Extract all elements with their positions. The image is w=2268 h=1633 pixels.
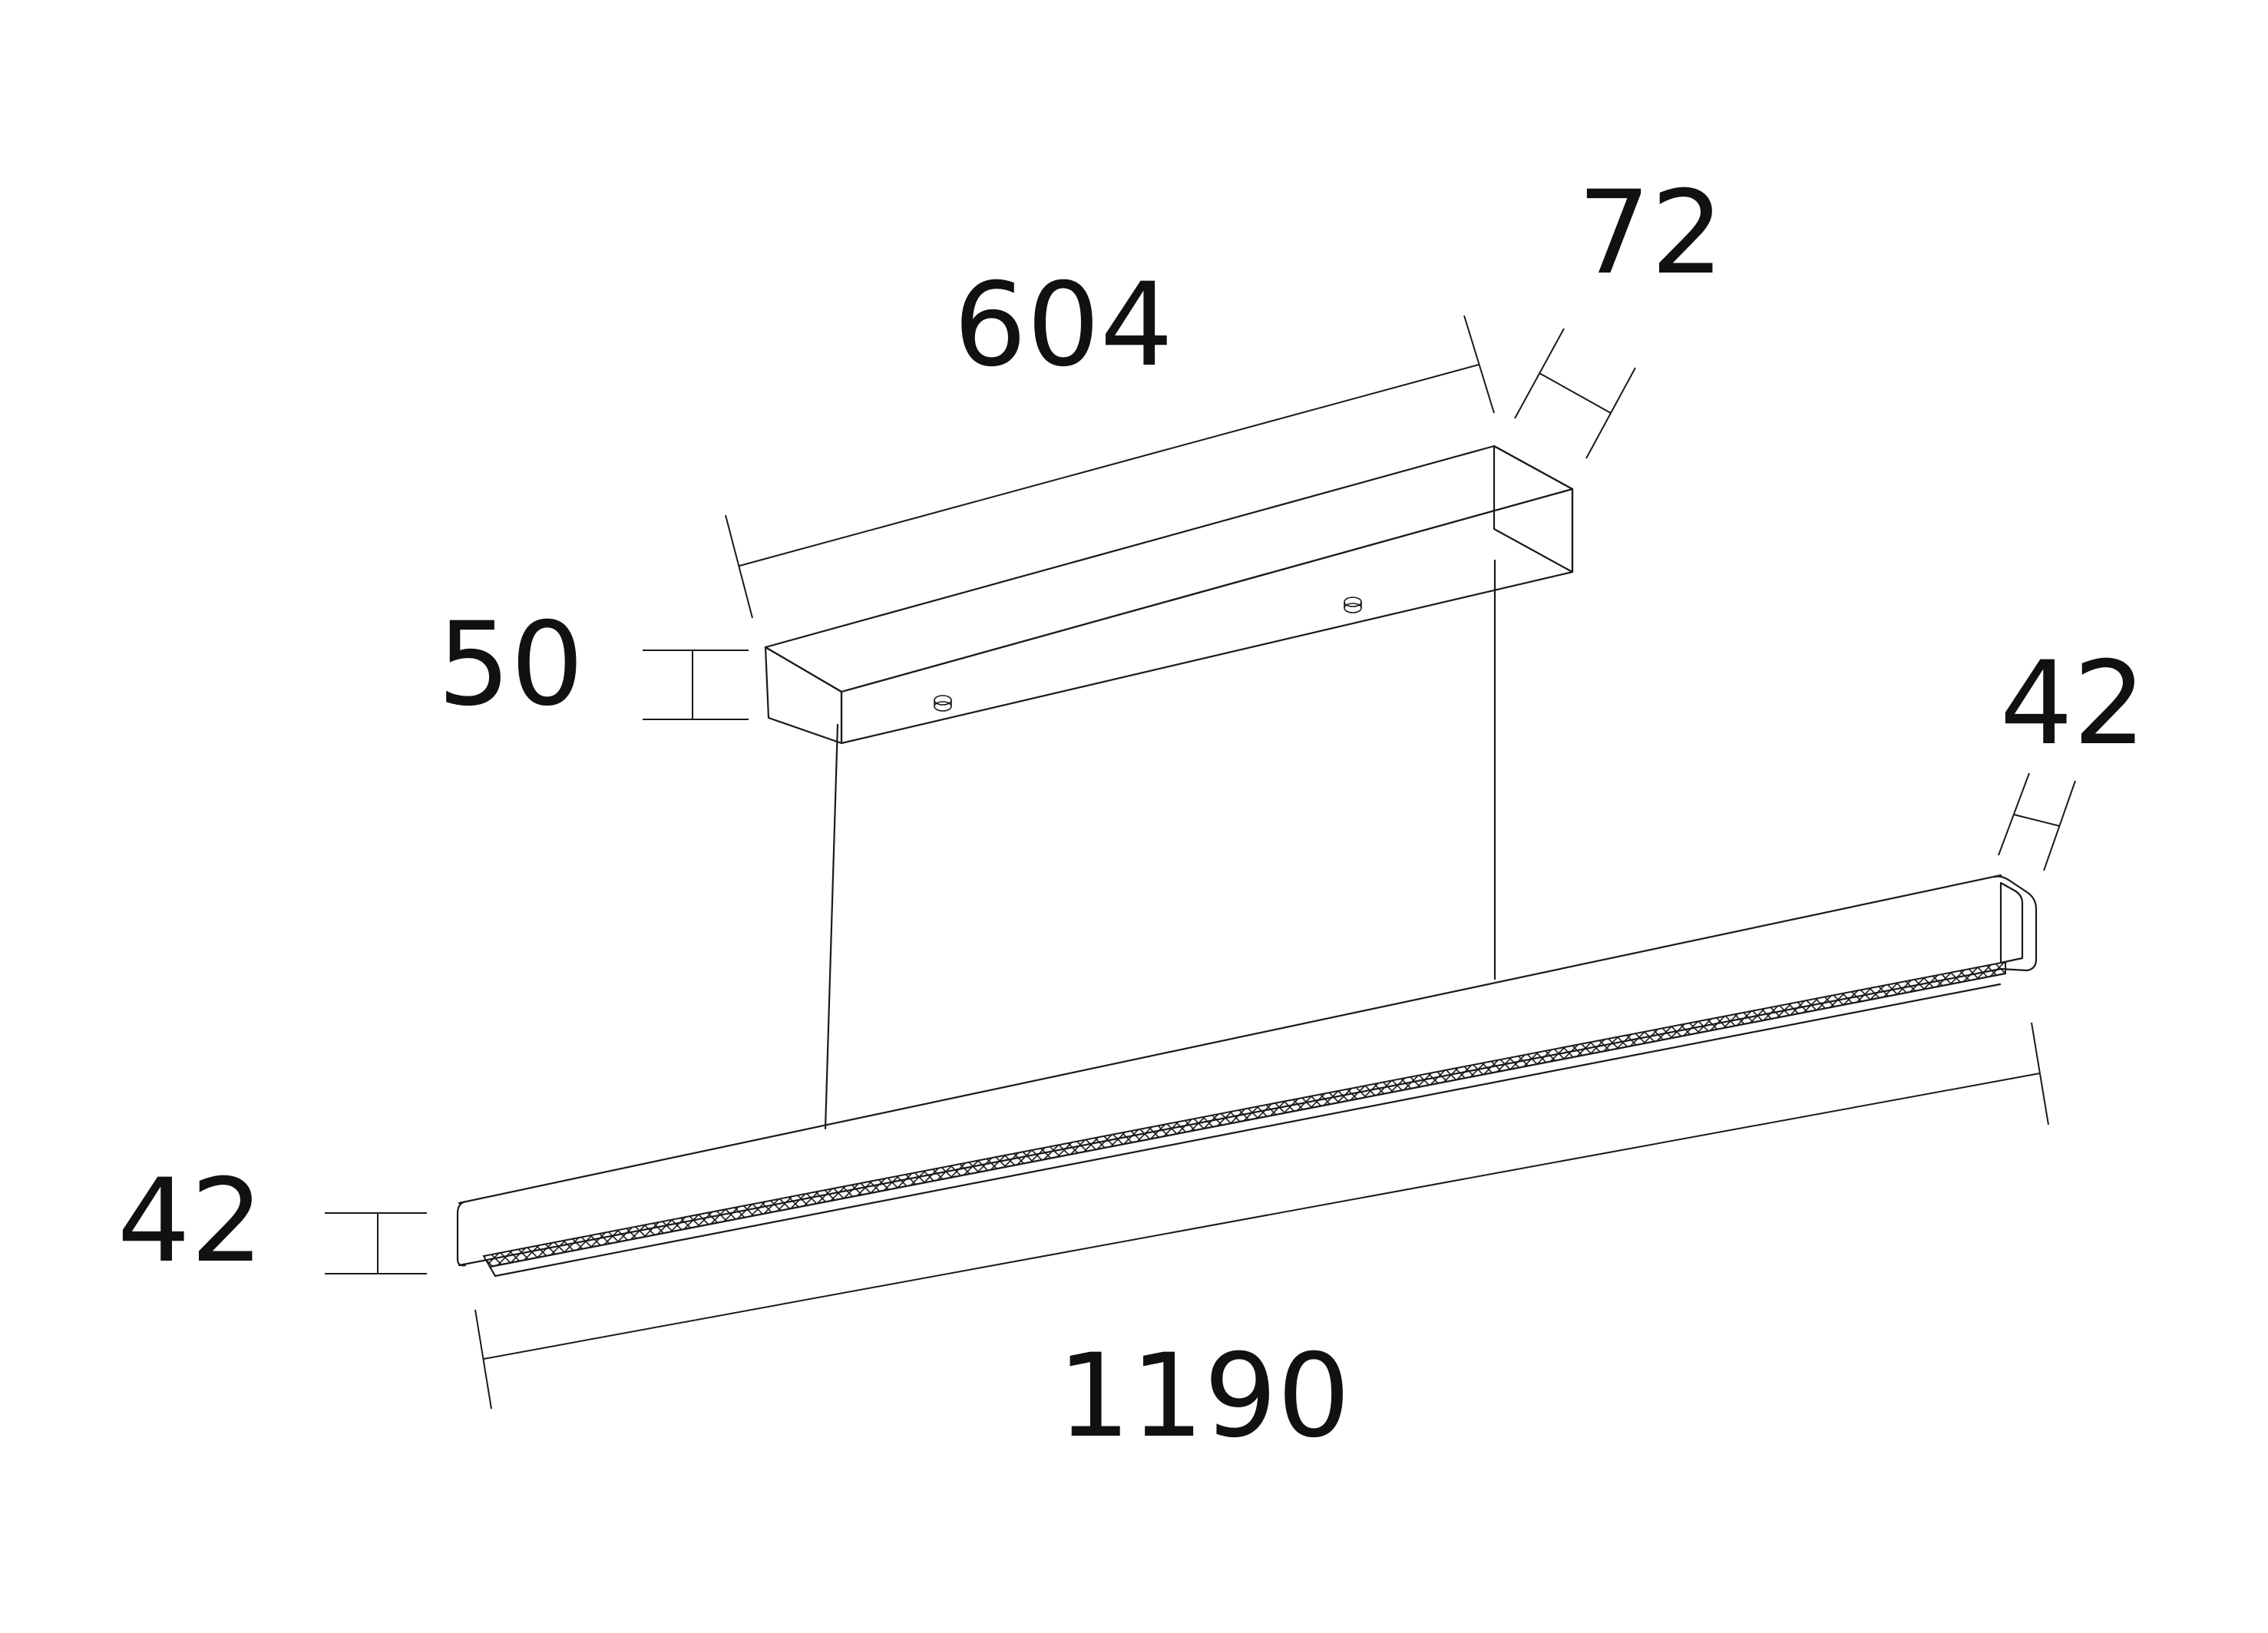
fixture-left-end: [456, 1200, 467, 1267]
dimension-label-canopy-height: 50: [438, 598, 584, 732]
fixture-right-end-inner: [1999, 881, 2024, 964]
canopy-front-face: [764, 646, 843, 745]
fixture-top-edge: [458, 874, 2002, 1205]
dimension-canopy-height: [643, 650, 749, 720]
dimension-canopy-length: [725, 315, 1495, 619]
dimension-fixture-height: [325, 1212, 427, 1274]
canopy: [764, 445, 1574, 745]
dimension-label-fixture-depth: 42: [2000, 637, 2147, 771]
suspension-cable-left: [824, 723, 839, 1130]
screw-icon: [934, 695, 952, 712]
dimension-canopy-depth: [1514, 328, 1636, 459]
linear-fixture: [456, 874, 2038, 1278]
canopy-top-face: [764, 445, 1574, 693]
dimension-fixture-length: [474, 1022, 2049, 1410]
dimension-fixture-depth: [1998, 772, 2076, 871]
dimension-label-canopy-length: 604: [954, 259, 1173, 392]
fixture-right-end: [1993, 875, 2038, 972]
dimension-label-fixture-length: 1190: [1057, 1330, 1351, 1463]
dimension-label-canopy-depth: 72: [1578, 167, 1724, 300]
canopy-end-face: [1493, 445, 1574, 574]
dimension-label-fixture-height: 42: [117, 1155, 264, 1288]
fixture-diffuser: [482, 960, 2006, 1268]
screw-icon: [1344, 597, 1362, 613]
